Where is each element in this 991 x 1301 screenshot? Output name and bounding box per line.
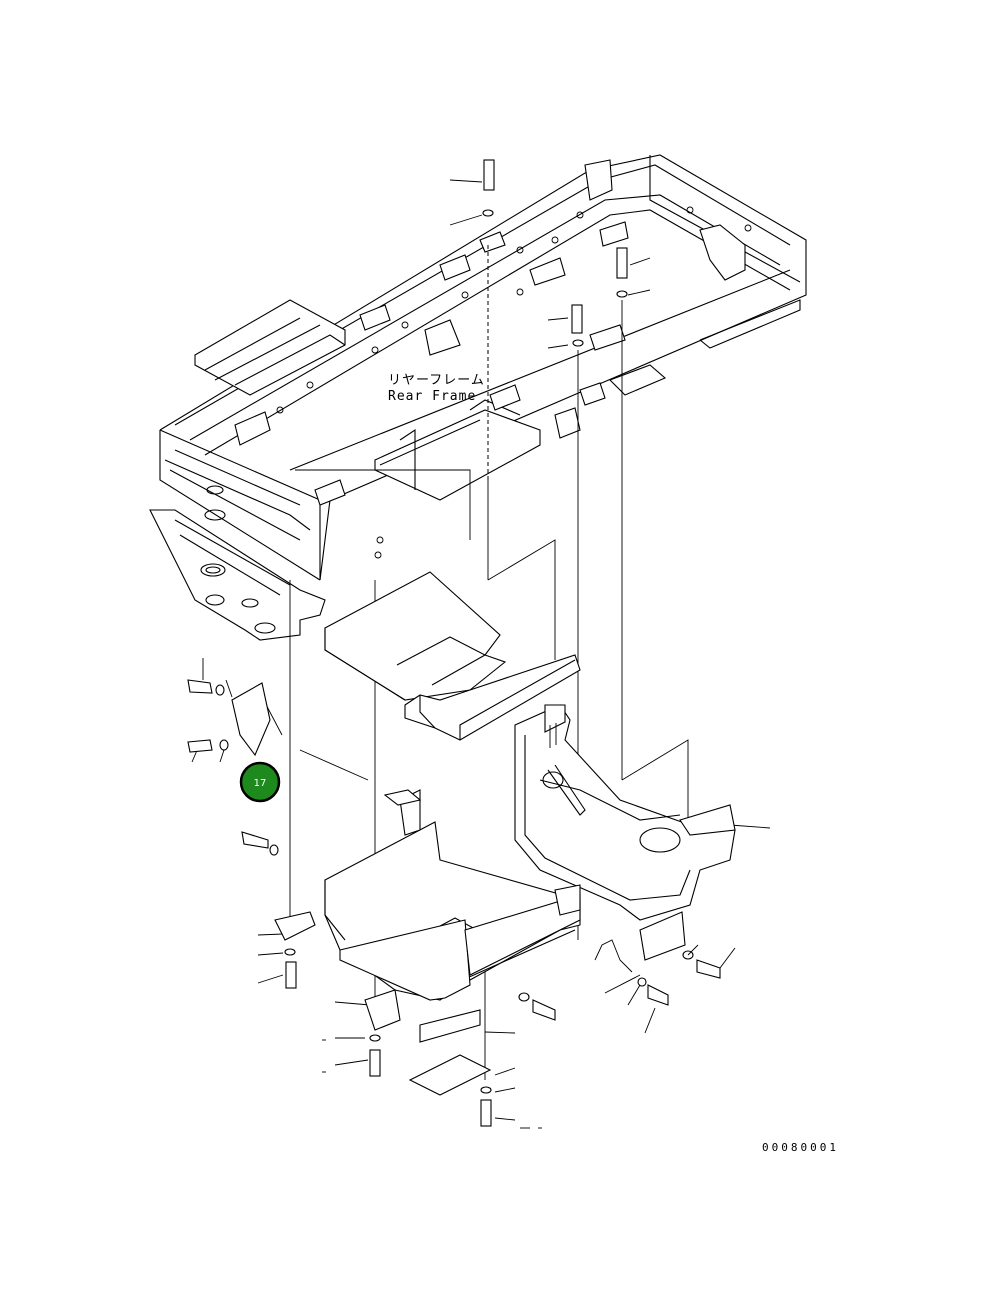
callout-17[interactable]: 17	[239, 761, 281, 803]
rear-frame-label-en: Rear Frame	[388, 389, 476, 404]
callout-number: 17	[254, 778, 267, 789]
floor-plate	[324, 571, 581, 741]
callout-circle[interactable]	[239, 761, 281, 803]
rear-frame-label-jp: リヤーフレーム	[388, 373, 485, 388]
rear-frame	[149, 154, 807, 641]
drawing-code: 00080001	[762, 1141, 839, 1154]
under-cover	[274, 789, 581, 1031]
support-frame	[514, 704, 736, 921]
hardware-left	[187, 679, 279, 856]
hardware-fasteners	[284, 159, 721, 1127]
